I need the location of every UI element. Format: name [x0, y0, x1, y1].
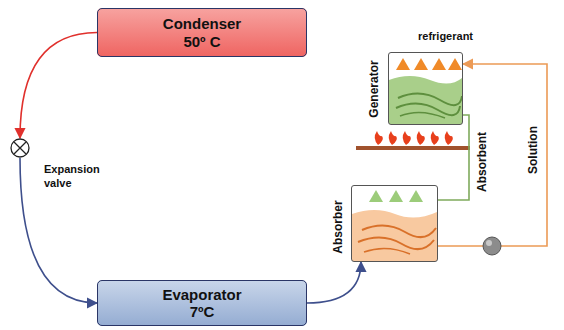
flow-label: refrigerant: [418, 30, 473, 42]
burner-flames: [375, 131, 453, 145]
flow-line: [438, 64, 547, 246]
evaporator-fill: [97, 280, 307, 326]
expansion-valve: Expansion valve: [10, 138, 30, 158]
generator-liquid: [389, 76, 462, 124]
burner-plate: [356, 146, 470, 150]
absorber-box: Absorber: [351, 185, 438, 262]
pump-symbol: [483, 237, 501, 255]
flow-line: [438, 115, 469, 200]
evaporator-box: Evaporator7ºC: [97, 280, 307, 326]
flow-line: [307, 262, 361, 303]
edge-label: Solution: [526, 125, 540, 175]
absorber-liquid: [352, 210, 437, 261]
flow-line: [20, 33, 97, 139]
absorber-spray: [369, 190, 423, 202]
generator-box: Generator: [388, 52, 463, 125]
generator-spray: [396, 58, 462, 70]
condenser-fill: [97, 8, 307, 57]
edge-label: Absorbent: [475, 131, 489, 193]
temperature-value: 50º C: [183, 33, 220, 50]
component-name: Evaporator: [162, 286, 241, 303]
valve-symbol: [10, 138, 30, 158]
component-name: Condenser: [163, 15, 241, 32]
valve-label: Expansion valve: [44, 162, 114, 191]
condenser-box: Condenser50º C: [97, 8, 307, 57]
component-name: Absorber: [331, 200, 345, 253]
component-name: Generator: [367, 60, 381, 117]
temperature-value: 7ºC: [190, 303, 215, 320]
